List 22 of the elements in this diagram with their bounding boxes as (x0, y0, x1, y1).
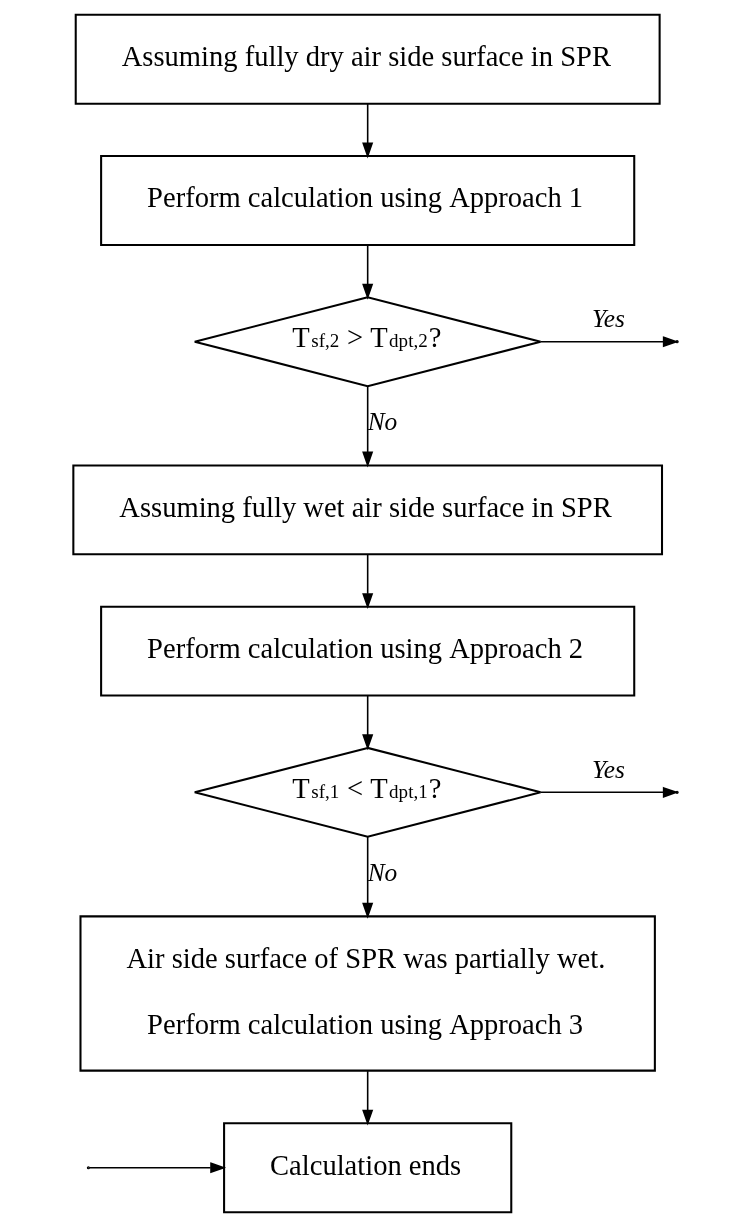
node-box: Perform calculation using Approach 1 (100, 155, 636, 246)
arrow (362, 553, 374, 610)
arrow (362, 1070, 374, 1126)
arrow (540, 336, 679, 348)
arrow (540, 786, 679, 798)
node-box: Perform calculation using Approach 2 (100, 605, 636, 697)
node-box: Assuming fully wet air side surface in SPR (72, 464, 664, 556)
arrow (362, 103, 374, 159)
arrow (362, 385, 374, 468)
node-box: Air side surface of SPR was partially wet. Perform calculation using Approach 3 (79, 915, 656, 1072)
node-diamond: Tsf,2 > Tdpt,2? (193, 296, 542, 388)
arrow (362, 836, 374, 919)
arrow (362, 694, 374, 751)
edge-label: Yes (591, 754, 625, 783)
arrow (362, 244, 374, 300)
arrow (88, 1162, 227, 1174)
node-box: Assuming fully dry air side surface in SPR (74, 13, 661, 105)
node-box: Calculation ends (223, 1122, 513, 1214)
edge-label: No (367, 407, 398, 436)
edge-label: Yes (591, 304, 625, 333)
node-diamond: Tsf,1 < Tdpt,1? (193, 746, 542, 838)
edge-label: No (367, 857, 398, 886)
